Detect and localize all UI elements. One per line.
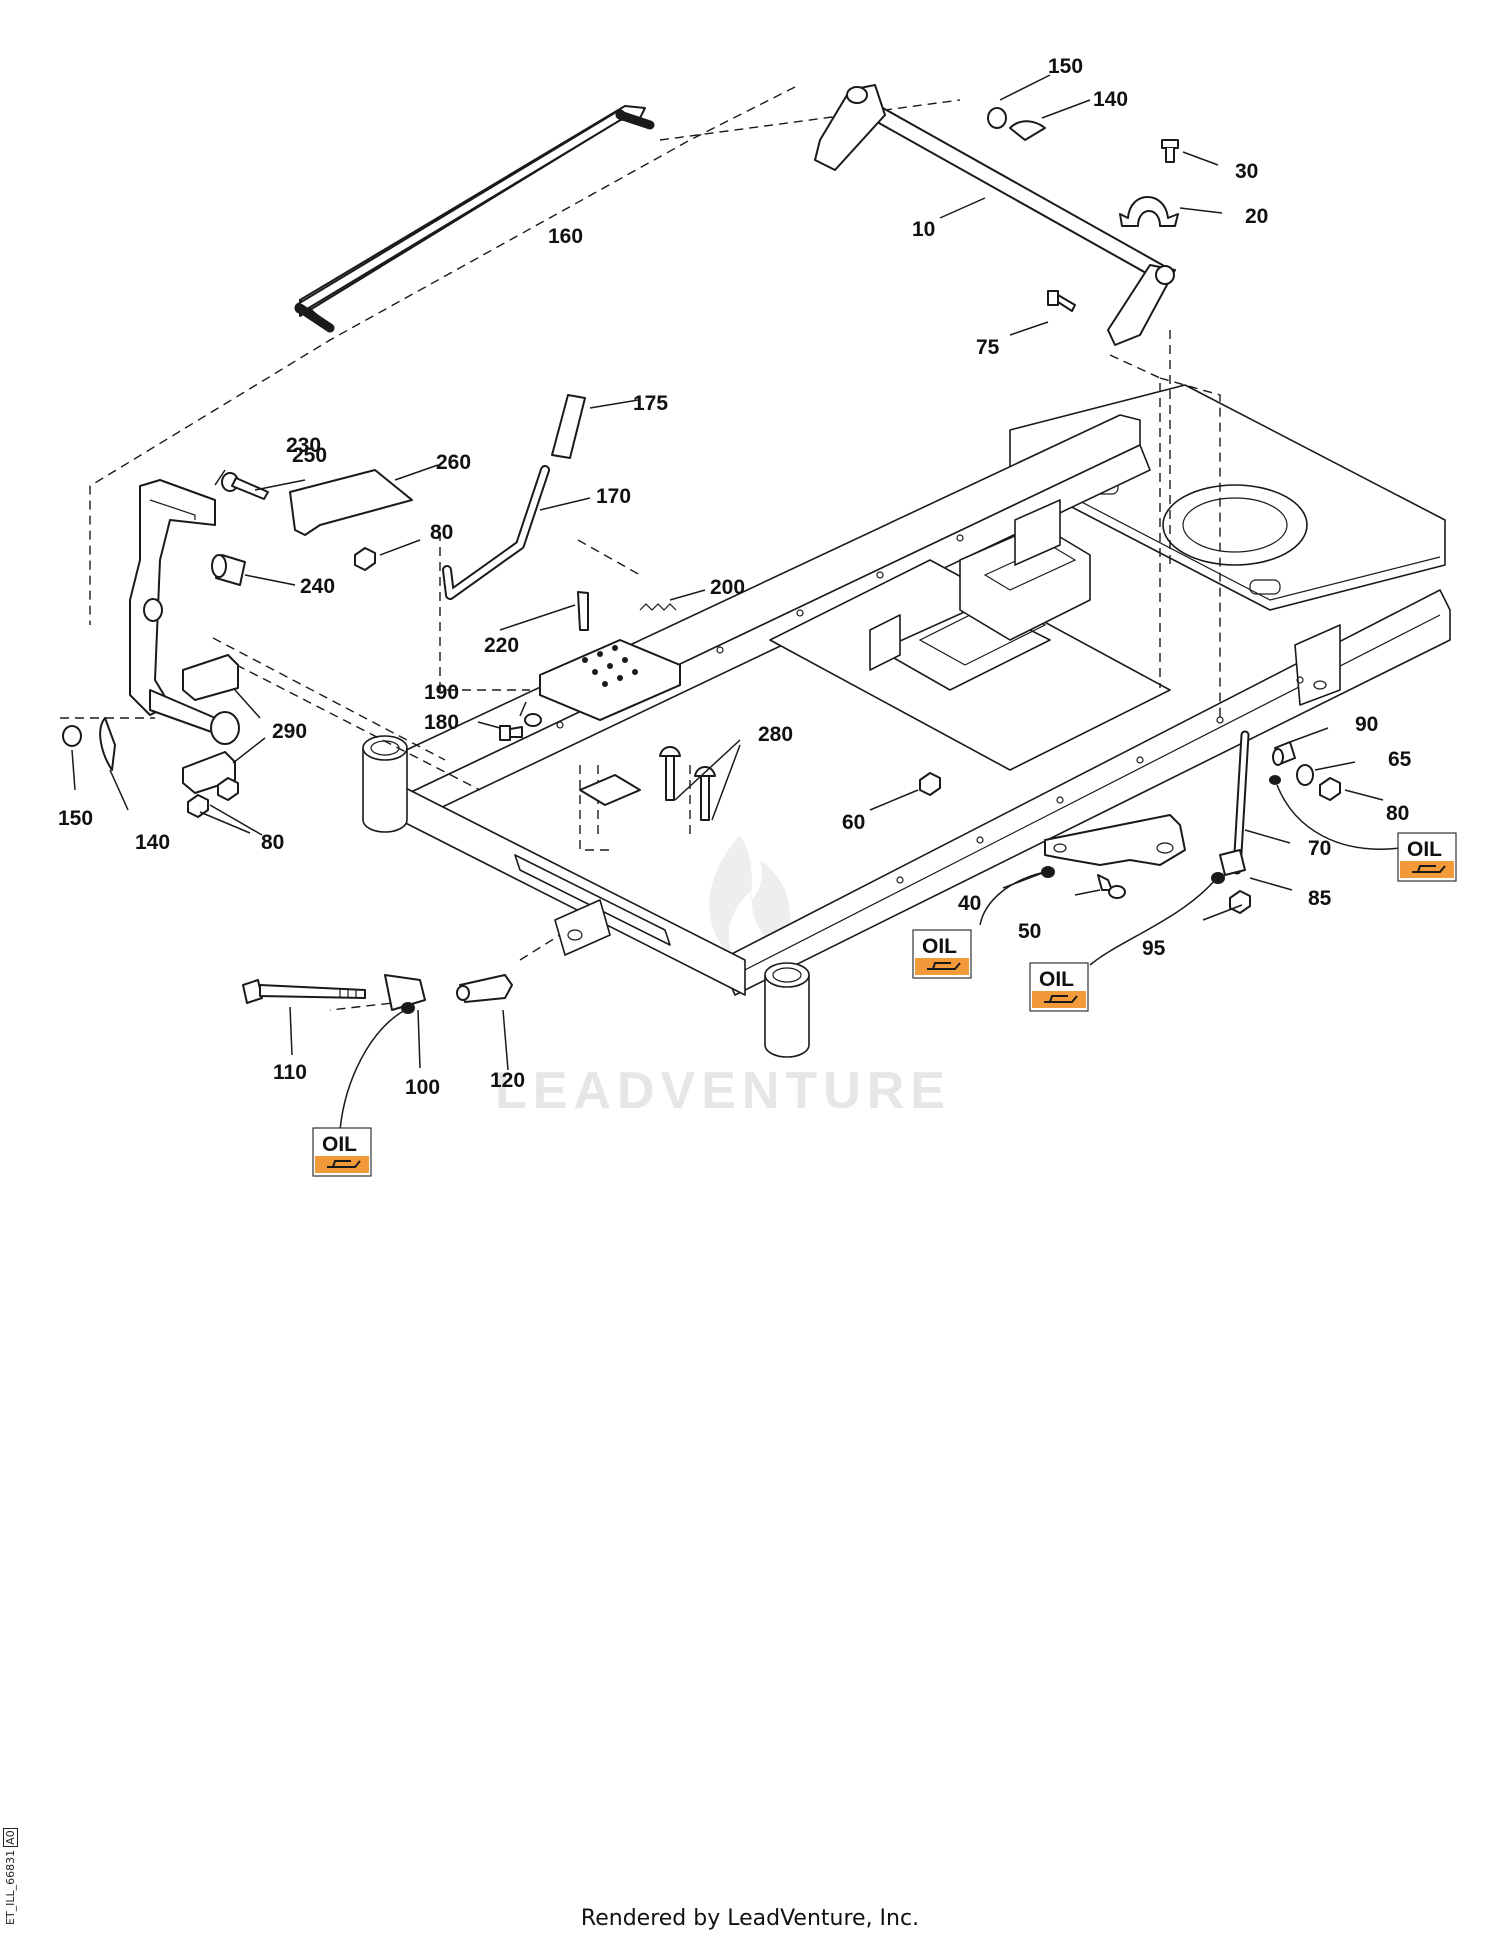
clevis-120	[456, 974, 513, 1003]
oil-can-icon	[927, 962, 961, 970]
callout-200: 200	[710, 576, 745, 599]
washer-150-left	[62, 725, 82, 747]
callout-280: 280	[758, 723, 793, 746]
bolt-180	[499, 725, 523, 741]
callout-95: 95	[1142, 937, 1166, 960]
callout-180: 180	[424, 711, 459, 734]
document-revision: A0	[3, 1828, 18, 1847]
nut-80-left-b	[187, 794, 209, 818]
callout-85: 85	[1308, 887, 1332, 910]
oil-can-icon	[327, 1160, 361, 1168]
oil-label-text: OIL	[1407, 838, 1442, 861]
left-caster-pivot	[362, 735, 408, 833]
callout-250: 250	[292, 444, 327, 467]
watermark-text: LEADVENTURE	[495, 1062, 951, 1120]
oil-label-40: OIL	[912, 929, 972, 979]
clamp-20	[1119, 196, 1179, 227]
bolt-250	[221, 472, 269, 500]
document-id: ET_ILL_66831 A0	[3, 1828, 18, 1925]
callout-260: 260	[436, 451, 471, 474]
callout-labels: 150 140 30 20 10 160 75 175 230 250 260 …	[58, 55, 1412, 1099]
callout-290: 290	[272, 720, 307, 743]
pedal-plate	[539, 639, 681, 721]
lift-shaft-10	[814, 84, 1176, 346]
callout-140-left: 140	[135, 831, 170, 854]
callout-220: 220	[484, 634, 519, 657]
callout-150: 150	[1048, 55, 1083, 78]
callout-160: 160	[548, 225, 583, 248]
oil-label-right: OIL	[1397, 832, 1457, 882]
rod-70	[1232, 730, 1250, 875]
callout-175: 175	[633, 392, 668, 415]
washer-150-top	[987, 107, 1007, 129]
lever-230	[129, 479, 240, 745]
callout-110: 110	[273, 1061, 307, 1084]
spacer-90	[1272, 741, 1296, 766]
bracket-260	[289, 469, 413, 536]
bolt-110	[242, 979, 366, 1004]
callout-100: 100	[405, 1076, 440, 1099]
bolt-30	[1161, 139, 1179, 163]
footer-credit: Rendered by LeadVenture, Inc.	[580, 1906, 920, 1931]
block-85	[1219, 849, 1246, 876]
callout-150-left: 150	[58, 807, 93, 830]
callout-80-left: 80	[261, 831, 284, 854]
spacer-240	[211, 554, 246, 586]
spring-200	[639, 603, 677, 611]
oil-label-100: OIL	[312, 1127, 372, 1177]
oil-label-text: OIL	[322, 1133, 357, 1156]
document-id-text: ET_ILL_66831	[4, 1849, 17, 1925]
nut-95	[1229, 890, 1251, 914]
oil-label-text: OIL	[1039, 968, 1074, 991]
callout-80-top: 80	[430, 521, 453, 544]
callout-50: 50	[1018, 920, 1041, 943]
callout-240: 240	[300, 575, 335, 598]
right-caster-pivot	[764, 962, 810, 1058]
callout-10: 10	[912, 218, 935, 241]
washer-65	[1296, 764, 1314, 786]
callout-120: 120	[490, 1069, 525, 1092]
bolt-50	[1097, 874, 1126, 899]
link-40	[1044, 814, 1186, 866]
callout-140: 140	[1093, 88, 1128, 111]
handle-170	[442, 465, 550, 600]
callout-230: 230	[286, 434, 321, 457]
callout-80-right: 80	[1386, 802, 1409, 825]
washer-190	[524, 713, 542, 727]
grip-175	[551, 394, 586, 459]
rod-160	[294, 105, 655, 333]
nut-80-right	[1319, 777, 1341, 801]
callout-65: 65	[1388, 748, 1412, 771]
hairpin-140-left	[99, 717, 116, 771]
callout-30: 30	[1235, 160, 1258, 183]
oil-label-text: OIL	[922, 935, 957, 958]
callout-20: 20	[1245, 205, 1268, 228]
oil-can-icon	[1044, 995, 1078, 1003]
hairpin-140-top	[1009, 120, 1046, 141]
oil-label-85: OIL	[1029, 962, 1089, 1012]
pin-220	[577, 591, 589, 631]
callout-90: 90	[1355, 713, 1378, 736]
nut-80-top	[354, 547, 376, 571]
oil-can-icon	[1412, 865, 1446, 873]
callout-170: 170	[596, 485, 631, 508]
watermark-logo: LEADVENTURE	[495, 835, 951, 1120]
swivel-100	[384, 974, 426, 1011]
callout-70: 70	[1308, 837, 1331, 860]
callout-40: 40	[958, 892, 981, 915]
callout-75: 75	[976, 336, 1000, 359]
callout-60: 60	[842, 811, 865, 834]
leader-lines	[71, 74, 1401, 1131]
nut-60	[919, 772, 941, 796]
bolt-75	[1047, 290, 1076, 312]
callout-190: 190	[424, 681, 459, 704]
carriage-bolts-280	[579, 746, 716, 821]
nut-80-left-a	[217, 777, 239, 801]
